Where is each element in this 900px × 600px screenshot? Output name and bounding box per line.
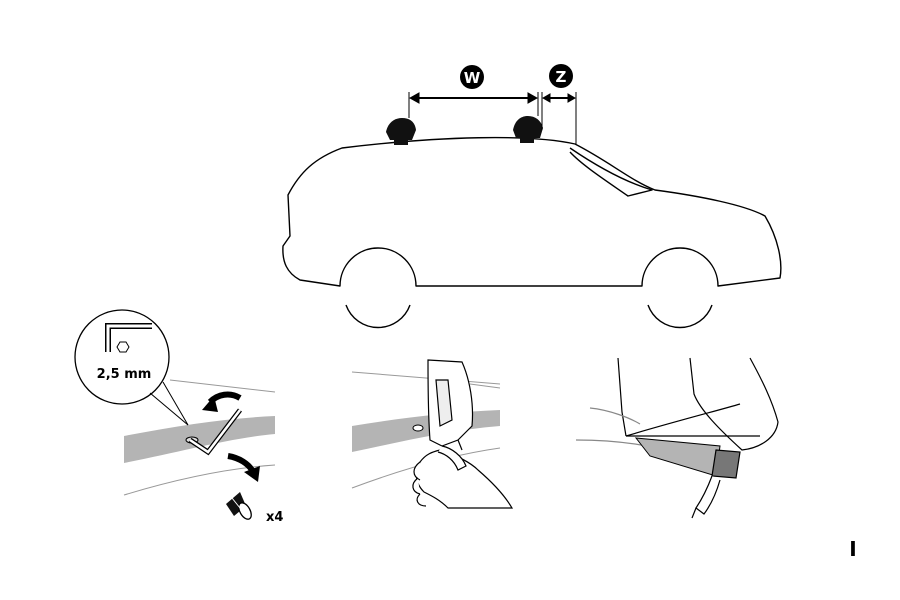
remove-arrow-icon xyxy=(227,453,260,482)
rack-foot-cover xyxy=(427,359,474,451)
door-seal xyxy=(634,437,721,477)
clamp-icon xyxy=(691,449,741,519)
cover-bolt xyxy=(412,424,424,432)
hex-size-label: 2,5 mm xyxy=(97,367,152,382)
hex-key-icon xyxy=(105,323,152,352)
w-dimension xyxy=(408,92,539,118)
z-dimension xyxy=(541,92,577,144)
hex-icon xyxy=(116,341,130,353)
w-badge xyxy=(460,65,484,89)
detail-callout xyxy=(74,309,189,426)
w-label: W xyxy=(464,69,481,87)
bolt-icon xyxy=(226,492,252,520)
rotate-arrow-icon xyxy=(202,391,242,412)
hand-pulling-icon xyxy=(412,445,514,509)
quantity-label: x4 xyxy=(266,510,283,525)
roof-rack-foot-front xyxy=(386,118,416,145)
z-label: Z xyxy=(556,68,567,86)
roof-rack-foot-rear xyxy=(513,116,543,143)
z-badge xyxy=(549,64,573,88)
page-marker: I xyxy=(849,537,856,561)
car-side-outline-icon xyxy=(282,136,782,329)
hex-key-in-bolt xyxy=(185,408,242,456)
